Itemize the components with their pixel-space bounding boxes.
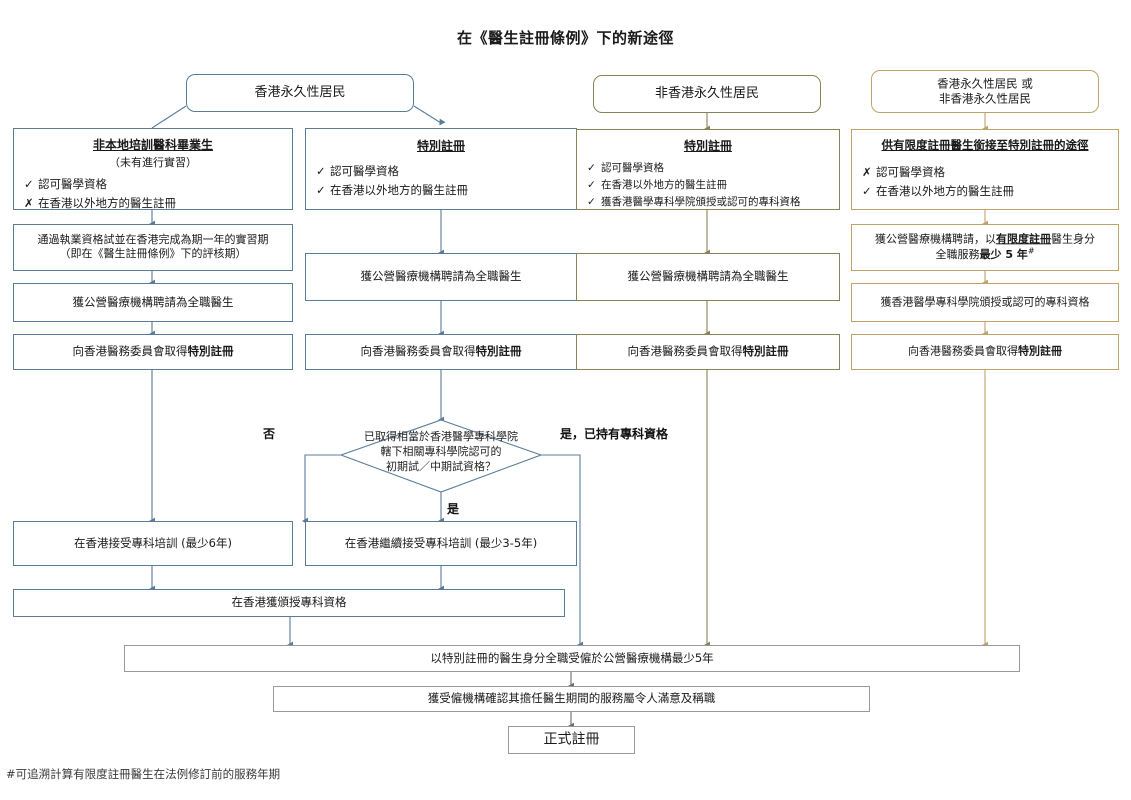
col3-criteria-item-2: ✓獲香港醫學專科學院頒授或認可的專科資格 (587, 196, 801, 208)
final-confirmation-label: 獲受僱機構確認其擔任醫生期間的服務屬令人滿意及稱職 (427, 691, 716, 706)
check-icon: ✓ (587, 179, 596, 191)
node-col4-step-0[interactable]: 獲公營醫療機構聘請，以有限度註冊醫生身分 全職服務最少 5 年# (851, 224, 1119, 271)
node-training-left[interactable]: 在香港接受專科培訓 (最少6年) (13, 521, 293, 566)
node-col1-step-0[interactable]: 通過執業資格試並在香港完成為期一年的實習期 （即在《醫生註冊條例》下的評核期） (13, 224, 293, 271)
node-col1-criteria[interactable]: 非本地培訓醫科畢業生 （未有進行實習） ✓認可醫學資格 ✗在香港以外地方的醫生註… (13, 128, 293, 210)
training-left-label: 在香港接受專科培訓 (最少6年) (74, 535, 232, 550)
node-final-confirmation[interactable]: 獲受僱機構確認其擔任醫生期間的服務屬令人滿意及稱職 (273, 686, 870, 712)
col1-criteria-item-0: ✓認可醫學資格 (24, 177, 107, 191)
cross-icon: ✗ (24, 196, 34, 210)
col4-step0-line1: 獲公營醫療機構聘請，以有限度註冊醫生身分 (875, 231, 1095, 245)
node-col4-step-2[interactable]: 向香港醫務委員會取得特別註冊 (851, 334, 1119, 370)
final-employment-label: 以特別註冊的醫生身分全職受僱於公營醫療機構最少5年 (430, 650, 714, 665)
col3-head-label: 非香港永久性居民 (654, 86, 759, 102)
check-icon: ✓ (316, 164, 326, 178)
page-title: 在《醫生註冊條例》下的新途徑 (456, 29, 674, 47)
decision-line-3: 初期試／中期試資格？ (386, 459, 496, 473)
check-icon: ✓ (316, 183, 326, 197)
col3-criteria-header: 特別註冊 (683, 139, 732, 153)
col1-criteria-subtitle: （未有進行實習） (109, 156, 197, 169)
node-final-employment[interactable]: 以特別註冊的醫生身分全職受僱於公營醫療機構最少5年 (124, 645, 1020, 672)
node-col2-step-0[interactable]: 獲公營醫療機構聘請為全職醫生 (305, 253, 577, 301)
cross-icon: ✗ (862, 165, 872, 179)
col4-head-line1: 香港永久性居民 或 (937, 75, 1033, 90)
node-training-right[interactable]: 在香港繼續接受專科培訓 (最少3-5年) (305, 521, 577, 566)
check-icon: ✓ (862, 184, 872, 198)
edge-label-no: 否 (263, 427, 276, 441)
node-col3-step-1[interactable]: 向香港醫務委員會取得特別註冊 (576, 334, 840, 370)
col4-criteria-item-1: ✓在香港以外地方的醫生註冊 (862, 184, 1014, 198)
check-icon: ✓ (24, 177, 34, 191)
edge-label-yes-right: 是，已持有專科資格 (560, 427, 669, 441)
col2-criteria-header: 特別註冊 (416, 139, 465, 153)
check-icon: ✓ (587, 196, 596, 208)
col4-step2-label: 向香港醫務委員會取得特別註冊 (908, 344, 1062, 358)
edge-label-yes-down: 是 (447, 502, 460, 516)
training-award-label: 在香港獲頒授專科資格 (231, 595, 347, 610)
decision-line-1: 已取得相當於香港醫學專科學院 (364, 430, 518, 443)
col2-criteria-item-1: ✓在香港以外地方的醫生註冊 (316, 183, 468, 197)
node-col1-head[interactable]: 香港永久性居民 (186, 74, 414, 112)
node-col4-criteria[interactable]: 供有限度註冊醫生銜接至特別註冊的途徑 ✗認可醫學資格 ✓在香港以外地方的醫生註冊 (851, 129, 1119, 210)
col2-criteria-item-0: ✓認可醫學資格 (316, 164, 399, 178)
node-col3-step-0[interactable]: 獲公營醫療機構聘請為全職醫生 (576, 253, 840, 301)
col1-step2-label: 向香港醫務委員會取得特別註冊 (72, 344, 234, 359)
node-col3-criteria[interactable]: 特別註冊 ✓認可醫學資格 ✓在香港以外地方的醫生註冊 ✓獲香港醫學專科學院頒授或… (576, 129, 840, 210)
final-registration-label: 正式註冊 (543, 731, 600, 748)
col3-step0-label: 獲公營醫療機構聘請為全職醫生 (627, 269, 789, 284)
col1-head-label: 香港永久性居民 (254, 85, 346, 101)
col4-step0-line2: 全職服務最少 5 年# (935, 246, 1035, 262)
col1-step0-line2: （即在《醫生註冊條例》下的評核期） (59, 247, 247, 261)
col4-step1-label: 獲香港醫學專科學院頒授或認可的專科資格 (880, 295, 1090, 309)
col3-criteria-item-0: ✓認可醫學資格 (587, 162, 664, 174)
check-icon: ✓ (587, 162, 596, 174)
node-col1-step-2[interactable]: 向香港醫務委員會取得特別註冊 (13, 334, 293, 370)
col3-criteria-item-1: ✓在香港以外地方的醫生註冊 (587, 179, 727, 191)
footnote: #可追溯計算有限度註冊醫生在法例修訂前的服務年期 (6, 767, 281, 781)
node-col2-criteria[interactable]: 特別註冊 ✓認可醫學資格 ✓在香港以外地方的醫生註冊 (305, 128, 577, 210)
col1-step1-label: 獲公營醫療機構聘請為全職醫生 (72, 294, 234, 309)
node-training-award[interactable]: 在香港獲頒授專科資格 (13, 589, 565, 617)
node-col1-step-1[interactable]: 獲公營醫療機構聘請為全職醫生 (13, 283, 293, 322)
training-right-label: 在香港繼續接受專科培訓 (最少3-5年) (344, 535, 538, 550)
node-col3-head[interactable]: 非香港永久性居民 (593, 75, 821, 113)
node-col4-step-1[interactable]: 獲香港醫學專科學院頒授或認可的專科資格 (851, 283, 1119, 322)
col2-step0-label: 獲公營醫療機構聘請為全職醫生 (360, 269, 522, 284)
col3-step1-label: 向香港醫務委員會取得特別註冊 (627, 344, 789, 359)
col2-step1-label: 向香港醫務委員會取得特別註冊 (360, 344, 522, 359)
node-col2-step-1[interactable]: 向香港醫務委員會取得特別註冊 (305, 334, 577, 370)
col4-head-line2: 非香港永久性居民 (939, 91, 1031, 106)
node-col4-head[interactable]: 香港永久性居民 或 非香港永久性居民 (871, 70, 1099, 113)
col1-criteria-header: 非本地培訓醫科畢業生 (92, 138, 213, 152)
col4-criteria-item-0: ✗認可醫學資格 (862, 165, 945, 179)
col1-step0-line1: 通過執業資格試並在香港完成為期一年的實習期 (37, 232, 269, 246)
col4-criteria-header: 供有限度註冊醫生銜接至特別註冊的途徑 (881, 138, 1089, 152)
decision-line-2: 轄下相關專科學院認可的 (380, 444, 502, 458)
decision-text[interactable]: 已取得相當於香港醫學專科學院 轄下相關專科學院認可的 初期試／中期試資格？ (341, 430, 541, 475)
col1-criteria-item-1: ✗在香港以外地方的醫生註冊 (24, 196, 176, 210)
node-final-registration[interactable]: 正式註冊 (508, 726, 635, 754)
